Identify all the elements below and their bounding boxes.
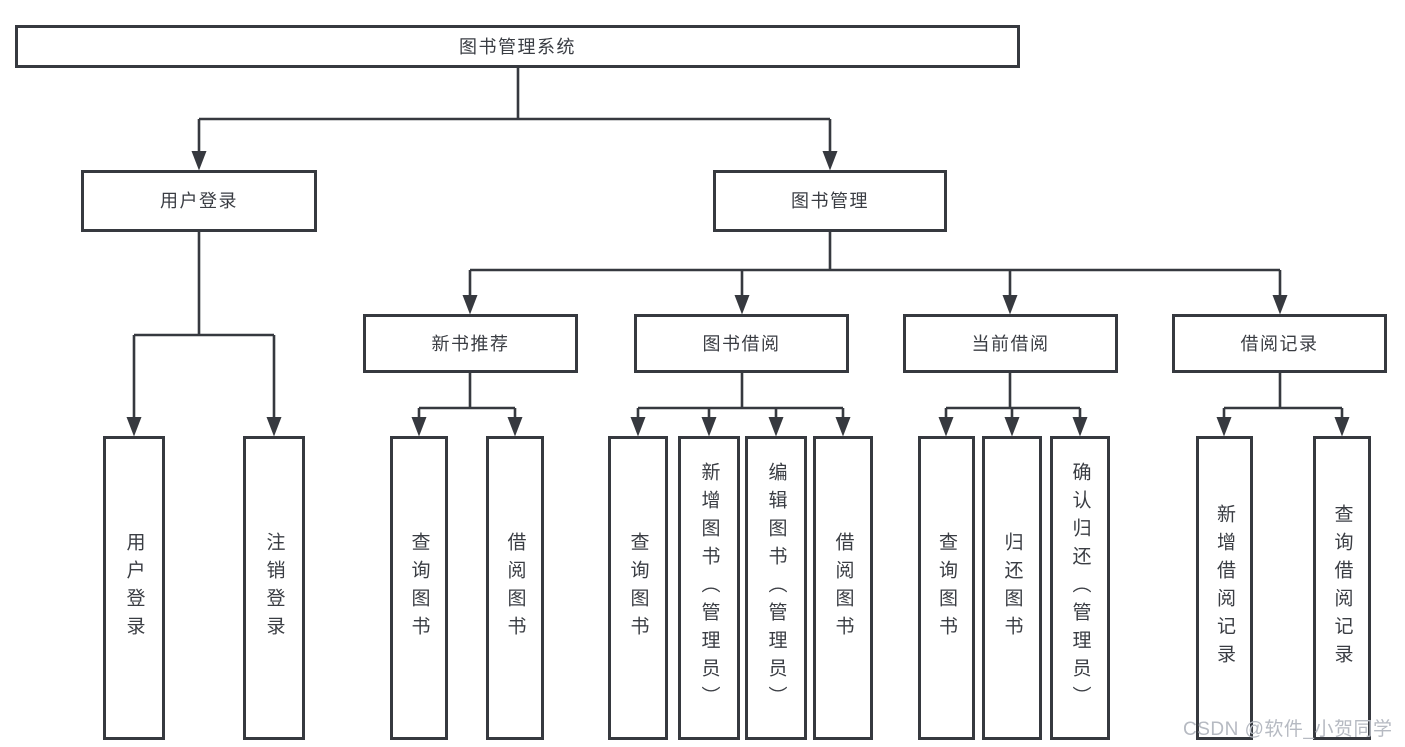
arrowhead-icon	[1216, 417, 1232, 437]
arrowhead-icon	[1072, 417, 1088, 437]
node-label: 查询图书	[936, 532, 957, 644]
node-label: 编辑图书（管理员）	[765, 462, 787, 714]
node-label: 新书推荐	[431, 333, 510, 354]
arrowhead-icon	[822, 151, 838, 171]
leaf-borrow-books-1: 借阅图书	[486, 436, 544, 740]
arrowhead-icon	[462, 295, 478, 315]
node-user-login: 用户登录	[81, 170, 317, 232]
node-label: 图书管理	[791, 191, 869, 211]
node-label: 图书管理系统	[459, 36, 576, 57]
arrowhead-icon	[938, 417, 954, 437]
node-label: 查询借阅记录	[1331, 504, 1353, 672]
arrowhead-icon	[266, 417, 282, 437]
node-label: 借阅图书	[504, 532, 526, 644]
leaf-borrow-books-2: 借阅图书	[813, 436, 873, 740]
node-label: 查询图书	[627, 532, 649, 644]
node-label: 归还图书	[1001, 532, 1023, 644]
csdn-watermark: CSDN @软件_小贺同学	[1183, 719, 1393, 740]
leaf-logout: 注销登录	[243, 436, 305, 740]
arrowhead-icon	[191, 151, 207, 171]
leaf-return-books: 归还图书	[982, 436, 1042, 740]
node-borrow-records: 借阅记录	[1172, 314, 1387, 373]
arrowhead-icon	[1002, 295, 1018, 315]
node-new-book-recommend: 新书推荐	[363, 314, 578, 373]
node-label: 图书借阅	[702, 333, 781, 354]
node-label: 新增借阅记录	[1214, 504, 1235, 672]
leaf-edit-books-admin: 编辑图书（管理员）	[745, 436, 807, 740]
leaf-add-borrow-record: 新增借阅记录	[1196, 436, 1253, 740]
arrowhead-icon	[126, 417, 142, 437]
arrowhead-icon	[701, 417, 717, 437]
leaf-query-books-3: 查询图书	[918, 436, 975, 740]
node-label: 查询图书	[408, 532, 430, 644]
arrowhead-icon	[835, 417, 851, 437]
leaf-add-books-admin: 新增图书（管理员）	[678, 436, 740, 740]
arrowhead-icon	[734, 295, 750, 315]
arrowhead-icon	[768, 417, 784, 437]
connector-line	[132, 68, 1344, 420]
leaf-user-login: 用户登录	[103, 436, 165, 740]
arrowhead-icon	[1334, 417, 1350, 437]
node-current-borrow: 当前借阅	[903, 314, 1118, 373]
node-label: 用户登录	[123, 532, 145, 644]
arrowhead-icon	[1004, 417, 1020, 437]
leaf-confirm-return-admin: 确认归还（管理员）	[1050, 436, 1110, 740]
leaf-query-books-1: 查询图书	[390, 436, 448, 740]
node-label: 用户登录	[160, 191, 238, 211]
node-label: 新增图书（管理员）	[698, 462, 720, 714]
node-label: 当前借阅	[971, 333, 1050, 354]
arrowhead-icon	[411, 417, 427, 437]
arrowhead-icon	[507, 417, 523, 437]
node-book-management: 图书管理	[713, 170, 947, 232]
node-label: 借阅记录	[1240, 333, 1319, 354]
leaf-query-borrow-record: 查询借阅记录	[1313, 436, 1371, 740]
node-book-borrow: 图书借阅	[634, 314, 849, 373]
arrowhead-icon	[630, 417, 646, 437]
node-label: 借阅图书	[832, 532, 854, 644]
node-label: 确认归还（管理员）	[1069, 462, 1091, 714]
node-root: 图书管理系统	[15, 25, 1020, 68]
arrowhead-icon	[1272, 295, 1288, 315]
node-label: 注销登录	[263, 532, 285, 644]
leaf-query-books-2: 查询图书	[608, 436, 668, 740]
